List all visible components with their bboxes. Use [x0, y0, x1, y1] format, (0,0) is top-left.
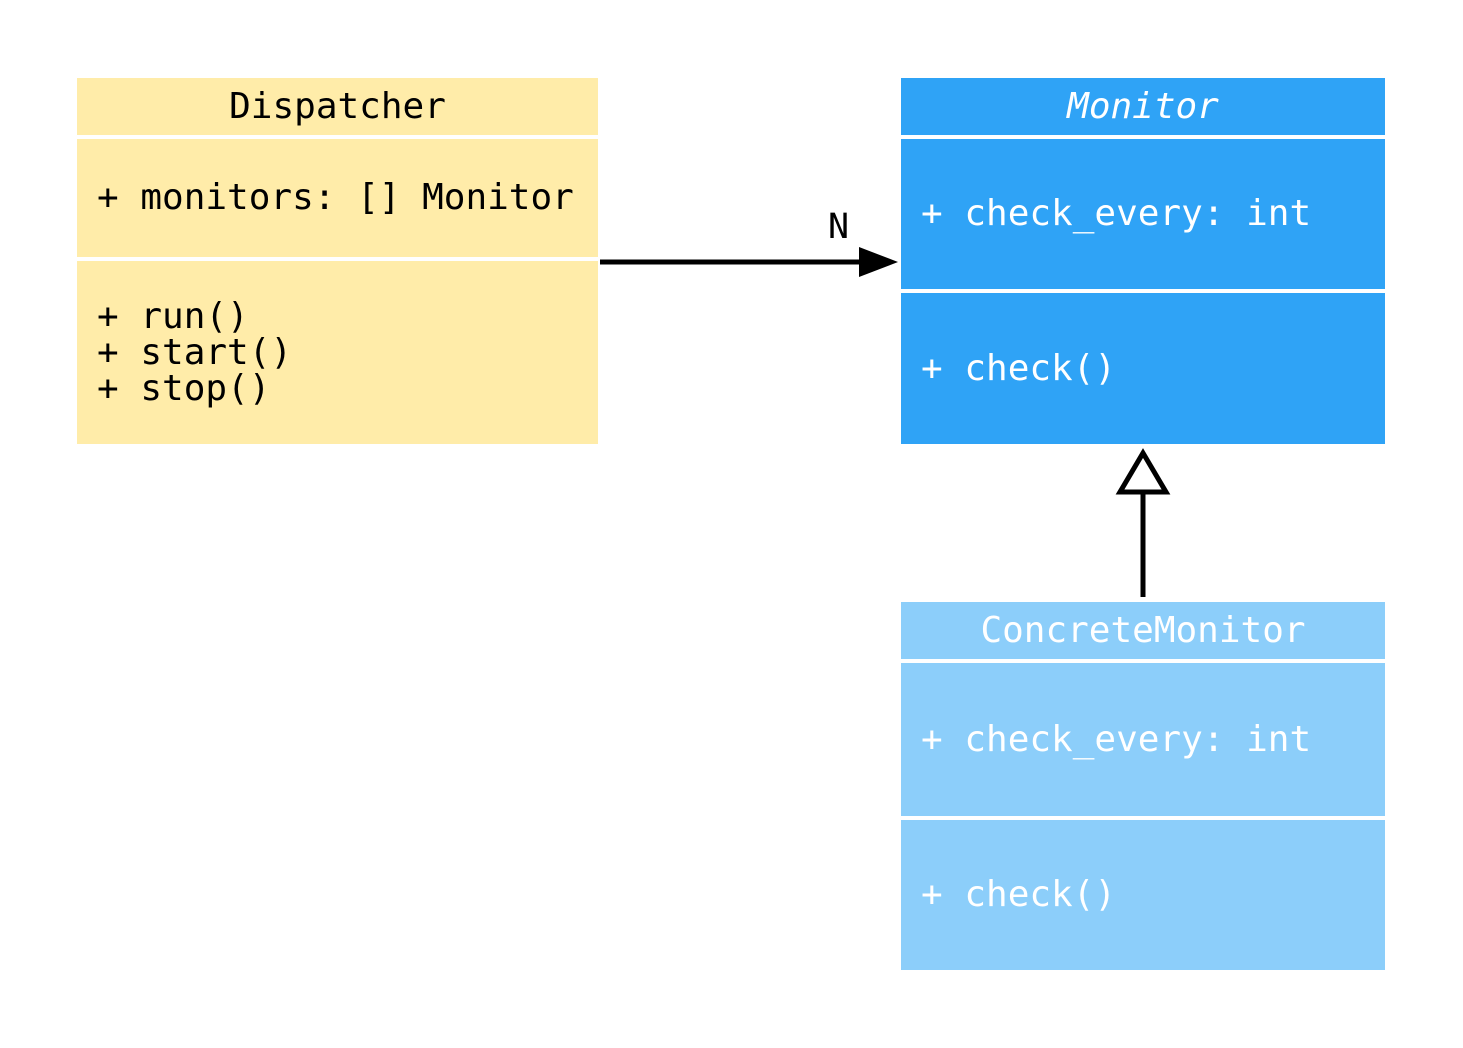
method-line: + stop() [97, 367, 271, 409]
class-name-label: ConcreteMonitor [980, 610, 1306, 651]
inheritance-arrow [1115, 448, 1171, 597]
class-name-label: Monitor [1067, 86, 1219, 127]
filled-arrowhead-icon [859, 247, 898, 277]
method-line: + run() [97, 295, 249, 337]
class-name-label: Dispatcher [229, 86, 446, 127]
association-multiplicity-label: N [828, 207, 850, 247]
association-arrow [600, 247, 898, 277]
attribute-line: + check_every: int [921, 193, 1312, 234]
method-line: + start() [97, 331, 293, 373]
class-box-monitor: Monitor + check_every: int + check() [901, 78, 1385, 444]
method-line: + check() [921, 874, 1117, 915]
class-box-concretemonitor: ConcreteMonitor + check_every: int + che… [901, 602, 1385, 970]
class-box-dispatcher: Dispatcher + monitors: [] Monitor + run(… [77, 78, 598, 444]
hollow-triangle-icon [1115, 448, 1171, 495]
attributes-section-dispatcher: + monitors: [] Monitor [77, 139, 598, 257]
attributes-section-concretemonitor: + check_every: int [901, 663, 1385, 816]
class-title-concretemonitor: ConcreteMonitor [901, 602, 1385, 659]
methods-section-dispatcher: + run() + start() + stop() [77, 261, 598, 444]
methods-section-monitor: + check() [901, 293, 1385, 444]
class-title-monitor: Monitor [901, 78, 1385, 135]
attribute-line: + check_every: int [921, 718, 1312, 760]
attributes-section-monitor: + check_every: int [901, 139, 1385, 289]
attribute-line: + monitors: [] Monitor [97, 177, 574, 218]
method-line: + check() [921, 347, 1117, 389]
methods-section-concretemonitor: + check() [901, 820, 1385, 970]
class-title-dispatcher: Dispatcher [77, 78, 598, 135]
